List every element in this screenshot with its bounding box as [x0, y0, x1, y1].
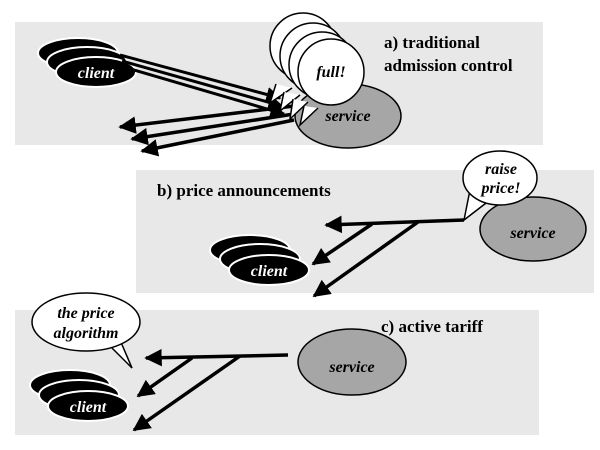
panel-c-service: service [297, 328, 407, 396]
speech-bubble [288, 98, 309, 122]
panel-a-rejections [118, 104, 295, 157]
panel-c-label: c) active tariff [381, 317, 483, 336]
speech-bubble [462, 150, 538, 206]
panel-c: c) active tariff the price algorithm cli… [15, 292, 539, 435]
panel-a-label-line1: a) traditional [384, 33, 480, 52]
client-shape [47, 390, 129, 422]
panel-b-bubble-line2: price! [479, 180, 520, 197]
panel-c-bubble-line2: algorithm [54, 325, 119, 342]
panel-b-bubble: raise price! [462, 150, 538, 222]
panel-b-service-label: service [509, 225, 555, 242]
panel-a-service-label: service [324, 108, 370, 125]
panel-b: b) price announcements client service ra… [136, 150, 594, 298]
service-shape [479, 196, 587, 262]
panel-a: client service full [15, 12, 543, 157]
speech-bubble [31, 292, 141, 352]
panel-c-service-label: service [328, 359, 374, 376]
panel-c-bubble-line1: the price [57, 305, 114, 322]
speech-bubble [298, 105, 319, 128]
panel-c-bubble: the price algorithm [31, 292, 141, 369]
panel-c-client-label: client [70, 399, 107, 416]
speech-bubble [297, 38, 365, 106]
panel-c-client-stack: client [29, 369, 129, 422]
panel-a-label-line2: admission control [384, 56, 513, 75]
panel-a-bubbles: full! [268, 12, 365, 128]
client-shape [228, 254, 310, 286]
panel-b-service: service [479, 196, 587, 262]
panel-b-announcements [311, 215, 465, 298]
service-shape [297, 328, 407, 396]
panel-b-bubble-line1: raise [485, 161, 517, 178]
panel-b-label: b) price announcements [157, 181, 331, 200]
panel-c-tariff-arrows [132, 348, 289, 432]
panel-a-requests [119, 53, 286, 118]
speech-bubble [111, 339, 133, 369]
panel-b-client-label: client [251, 263, 288, 280]
panel-b-client-stack: client [209, 234, 310, 286]
panel-a-bubble-text: full! [316, 64, 345, 81]
panel-a-client-label: client [78, 65, 115, 82]
